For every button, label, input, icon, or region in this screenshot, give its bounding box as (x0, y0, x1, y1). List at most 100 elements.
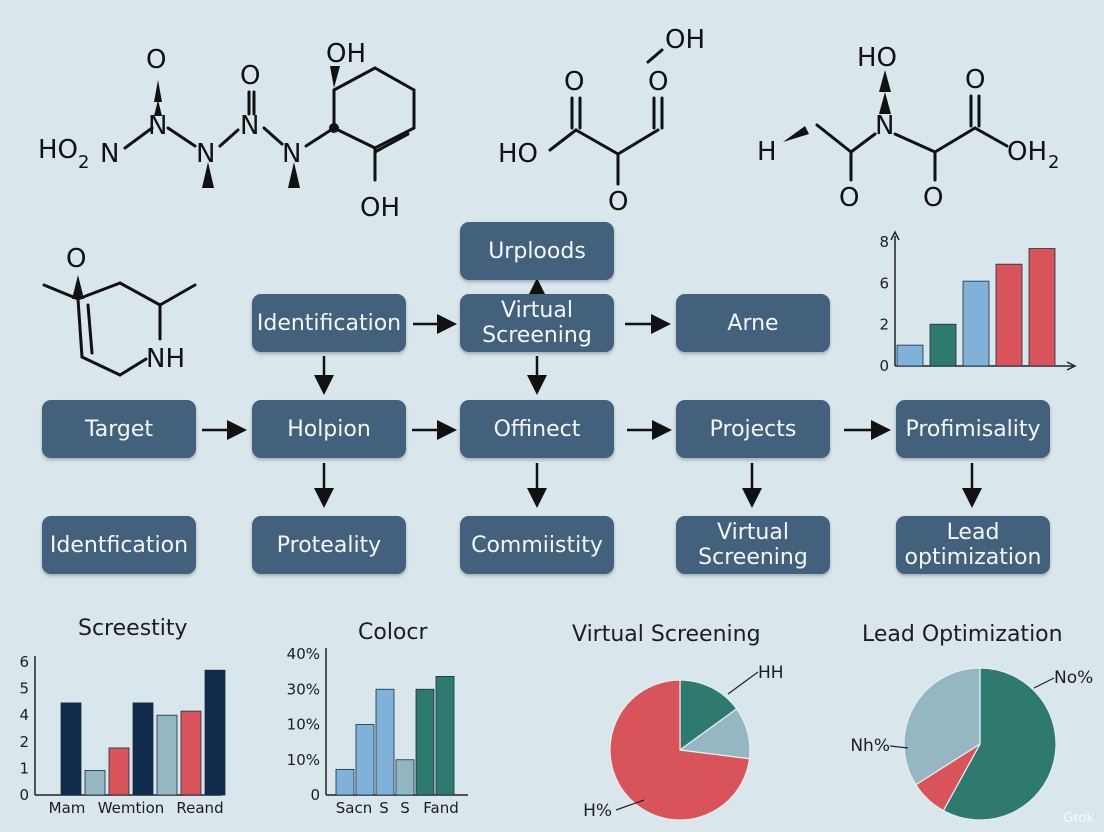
node-identification-top[interactable]: Identification (252, 294, 406, 352)
node-label: Identfication (49, 532, 189, 558)
atom-label: O (240, 61, 260, 91)
y-tick-label: 0 (19, 786, 29, 804)
node-identification-bottom[interactable]: Identfication (42, 516, 196, 574)
slice-label: HH (758, 663, 784, 683)
bar (995, 263, 1023, 367)
y-tick-label: 6 (19, 653, 29, 671)
atom-label: O (965, 65, 985, 95)
leader-line (615, 799, 645, 811)
atom-label: O (66, 244, 86, 274)
bar (335, 768, 355, 796)
atom-label: N (875, 111, 894, 141)
node-label: Virtual (501, 298, 573, 323)
chart-title-virtual-screening: Virtual Screening (572, 622, 761, 647)
atom-label: O (648, 67, 668, 97)
atom-label: 2 (1048, 152, 1059, 173)
atom-label: N (196, 139, 215, 169)
bar (929, 323, 957, 367)
node-label: Projects (709, 416, 797, 442)
pie-chart-lead-optimization: No%Nh% (850, 667, 1093, 821)
node-label: Target (84, 416, 154, 442)
slice-label: Nh% (850, 736, 890, 756)
bar (355, 724, 375, 796)
node-label: Arne (727, 310, 779, 336)
pie-slice (679, 679, 738, 752)
y-tick-label: 10% (287, 716, 320, 734)
atom-label: H (757, 137, 777, 167)
node-profimisality[interactable]: Profimisality (896, 400, 1050, 458)
y-tick-label: 8 (879, 233, 889, 251)
bar (962, 280, 990, 367)
leader-line (889, 745, 909, 749)
slice-label: H% (583, 801, 612, 821)
bar (180, 710, 202, 796)
atom-label: O (839, 183, 859, 213)
bar (108, 747, 130, 796)
node-commiistity[interactable]: Commiistity (460, 516, 614, 574)
x-tick-label: Reand (176, 799, 223, 817)
bar (415, 688, 435, 796)
molecule-2: OH O O HO O (498, 25, 705, 217)
node-arne[interactable]: Arne (676, 294, 830, 352)
node-holpion[interactable]: Holpion (252, 400, 406, 458)
bar (375, 688, 395, 796)
node-proteality[interactable]: Proteality (252, 516, 406, 574)
node-label: Identification (256, 310, 402, 336)
atom-label: 2 (78, 152, 89, 173)
node-label: Offinect (493, 416, 581, 442)
node-label: optimization (904, 545, 1042, 570)
leader-line (1033, 677, 1055, 689)
y-tick-label: 1 (19, 759, 29, 777)
y-tick-label: 6 (879, 274, 889, 292)
atom-label: O (146, 45, 166, 75)
atom-label: HO (498, 139, 538, 169)
bar (204, 669, 226, 796)
bar (84, 770, 106, 796)
node-target[interactable]: Target (42, 400, 196, 458)
pie-slice (609, 679, 751, 821)
node-urploods[interactable]: Urploods (460, 222, 614, 280)
atom-label: OH (360, 193, 400, 223)
node-label: Holpion (287, 416, 371, 442)
atom-label: NH (146, 344, 185, 374)
bar (435, 676, 455, 796)
chart-title-screestity: Screestity (78, 616, 188, 641)
node-label: Virtual (717, 520, 789, 545)
y-tick-label: 5 (19, 680, 29, 698)
atom-label: N (100, 139, 119, 169)
y-tick-label: 2 (879, 316, 889, 334)
molecule-3: HO N O H OH 2 O O (757, 43, 1059, 213)
x-tick-label: S (400, 799, 410, 817)
axis-arrow (1066, 361, 1077, 371)
y-tick-label: 30% (287, 680, 320, 698)
atom-label: HO (38, 135, 78, 165)
bar (896, 344, 924, 367)
bar (132, 702, 154, 796)
y-tick-label: 2 (19, 733, 29, 751)
pie-chart-virtual-screening: HH H% (583, 663, 784, 821)
x-tick-label: Mam (49, 799, 86, 817)
node-offinect[interactable]: Offinect (460, 400, 614, 458)
pie-slice (903, 667, 981, 786)
node-label: Profimisality (905, 416, 1041, 442)
atom-label: O (608, 187, 628, 217)
atom-label: O (564, 67, 584, 97)
node-label: Proteality (276, 532, 382, 558)
watermark-logo: Grok (1063, 811, 1094, 826)
axis-arrow (890, 230, 900, 241)
atom-label: N (148, 111, 167, 141)
y-tick-label: 40% (287, 645, 320, 663)
leader-line (727, 671, 759, 695)
node-projects[interactable]: Projects (676, 400, 830, 458)
bar (60, 702, 82, 796)
y-tick-label: 4 (19, 706, 29, 724)
atom-label: OH (665, 25, 705, 55)
